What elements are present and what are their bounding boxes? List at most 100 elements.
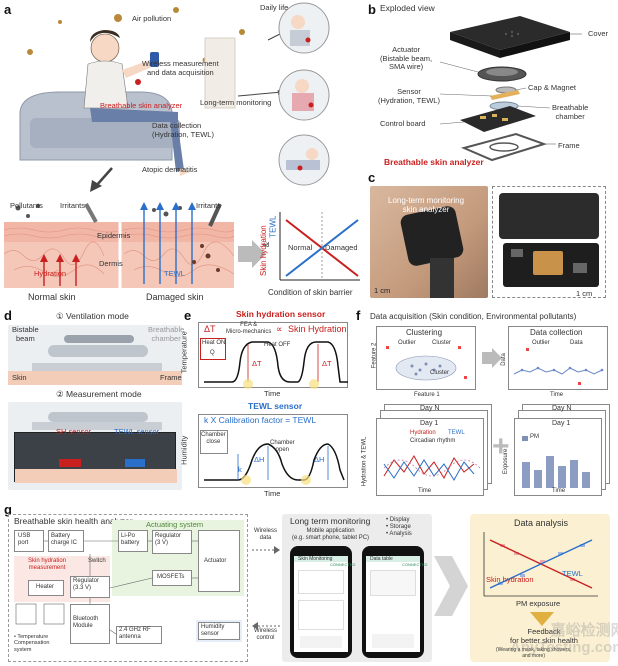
- q-label: Q: [210, 350, 215, 356]
- day-1-label-1: Day 1: [420, 420, 439, 427]
- wireless-data-label: Wireless data: [254, 528, 278, 541]
- time2-label-e: Time: [264, 489, 281, 498]
- dh2-label: ΔH: [314, 455, 325, 464]
- scale-bar-2: 1 cm: [576, 289, 593, 298]
- cap-magnet-label: Cap & Magnet: [528, 83, 576, 92]
- switch-label: Switch: [88, 558, 106, 564]
- watermark: 嘉峪检测网 AnyTesting.com: [510, 622, 618, 657]
- data-y-label: Data: [500, 353, 507, 366]
- breathable-label-d: Breathable chamber: [148, 325, 185, 343]
- epidermis-label: Epidermis: [97, 231, 131, 240]
- phone2-connected: CONNECTED: [402, 562, 428, 567]
- analysis-panel: [470, 514, 610, 662]
- data-collection-box: [508, 326, 608, 390]
- reg33-box: [70, 576, 110, 598]
- ht-y-label: Hydration & TEWL: [361, 436, 368, 487]
- graph-y-amp: &: [262, 241, 272, 248]
- pm-exposure-label: PM exposure: [516, 599, 561, 608]
- outlier-legend-2: Outlier: [532, 340, 550, 346]
- frame-label: Frame: [558, 141, 580, 150]
- data-legend: Data: [570, 340, 583, 346]
- panel-e-letter: e: [184, 308, 192, 323]
- panel-a-illustration: [19, 2, 330, 192]
- chamber-close-box: [200, 430, 228, 454]
- device-photo-board: [492, 186, 606, 298]
- hyd-tewl-plot: [383, 455, 481, 481]
- wireless-arrows: [252, 546, 280, 630]
- day-1-label-2: Day 1: [552, 420, 571, 427]
- rf-label: 2.4 GHz RF antenna: [119, 627, 151, 640]
- pollutants-label: Pollutants: [10, 201, 43, 210]
- normal-skin-label: Normal skin: [28, 292, 76, 302]
- vent-mode-label: ① Ventilation mode: [56, 311, 129, 321]
- heat-on-box: [200, 338, 226, 360]
- hydration-label: Hydration: [34, 269, 67, 278]
- scale-bar-1: 1 cm: [374, 286, 391, 295]
- sh-sensor-label: SH sensor: [56, 427, 92, 436]
- long-term-label: Long-term monitoring: [200, 98, 272, 107]
- dt2-label: ΔT: [322, 359, 332, 368]
- exploded-view-label: Exploded view: [380, 3, 435, 13]
- battery-ic-box: [48, 530, 84, 552]
- wireless-control-label: Wireless control: [254, 628, 278, 641]
- lipo-box: [118, 530, 148, 552]
- humidity-box: [198, 622, 240, 640]
- atopic-label: Atopic dermatitis: [142, 165, 198, 174]
- lipo-label: Li-Po battery: [121, 533, 140, 546]
- daily-life-label: Daily life: [260, 3, 289, 12]
- cover-label: Cover: [588, 29, 609, 38]
- bistable-label: Bistable beam: [12, 325, 39, 343]
- control-board-label: Control board: [380, 119, 426, 128]
- data-collection-title: Data collection: [530, 328, 583, 337]
- clustering-title: Clustering: [406, 328, 443, 337]
- bt-box: [70, 604, 110, 644]
- analyzer-label-a: Breathable skin analyzer: [100, 101, 183, 110]
- dt-eq: ΔT: [204, 324, 216, 334]
- graph-y-tewl: TEWL: [268, 215, 278, 238]
- actuator-label: Actuator (Bistable beam, SMA wire): [380, 45, 433, 72]
- fea-label: FEA & Micro-mechanics: [226, 322, 272, 335]
- irritants-label-1: Irritants: [60, 201, 86, 210]
- time1-label-e: Time: [264, 389, 281, 398]
- chamber-open-label: Chamber open: [270, 440, 295, 453]
- heater-box: [28, 580, 64, 596]
- dt1-label: ΔT: [252, 359, 262, 368]
- phone-2: [362, 546, 424, 658]
- ltm-sub: Mobile application (e.g. smart phone, ta…: [292, 528, 370, 541]
- tewl-line-label: TEWL: [562, 569, 583, 578]
- irritants-label-2: Irritants: [196, 201, 222, 210]
- gray-arrow-g: [434, 556, 468, 616]
- time2-label-f: Time: [418, 488, 432, 494]
- air-pollution-label: Air pollution: [132, 14, 172, 23]
- pm-legend: PM: [530, 434, 539, 440]
- battery-ic-label: Battery charge IC: [51, 533, 78, 546]
- pm-bars: [522, 456, 590, 488]
- f-title: Data acquisition (Skin condition, Enviro…: [370, 312, 577, 321]
- pm-legend-swatch: [522, 436, 528, 441]
- board-title: Breathable skin health analyzer: [14, 516, 133, 526]
- device-photo-wrist: [370, 186, 488, 298]
- graph-normal: Normal: [288, 243, 313, 252]
- hyd-legend: Hydration: [410, 430, 436, 436]
- exploded-view-illustration: [439, 16, 582, 162]
- analysis-plot: [483, 532, 598, 597]
- circuit-lines: [15, 540, 198, 635]
- feedback-sub: (Wearing a mask, taking showers, and mor…: [496, 647, 572, 659]
- equiv-symbol: ∝: [276, 324, 283, 334]
- tewl-graph-curve: [204, 443, 345, 485]
- panel-f-letter: f: [356, 308, 361, 323]
- actuator-box: [198, 530, 240, 592]
- day-n-label-1: Day N: [420, 405, 440, 412]
- analyzer-label-b: Breathable skin analyzer: [384, 157, 484, 167]
- phone1-connected: CONNECTED: [330, 562, 356, 567]
- time1-label-f: Time: [550, 392, 564, 398]
- ltm-title: Long term monitoring: [290, 516, 371, 526]
- phone1-title: Skin Monitoring: [298, 556, 333, 562]
- clustering-plot: [386, 346, 467, 381]
- photo-label: Long-term monitoring skin analyzer: [388, 196, 465, 215]
- gray-arrow-a: [238, 240, 266, 268]
- sh-sensor-title: Skin hydration sensor: [236, 309, 326, 319]
- panel-a-letter: a: [4, 2, 12, 17]
- humidity-label: Humidity sensor: [201, 624, 225, 637]
- plus-sign: +: [492, 430, 510, 463]
